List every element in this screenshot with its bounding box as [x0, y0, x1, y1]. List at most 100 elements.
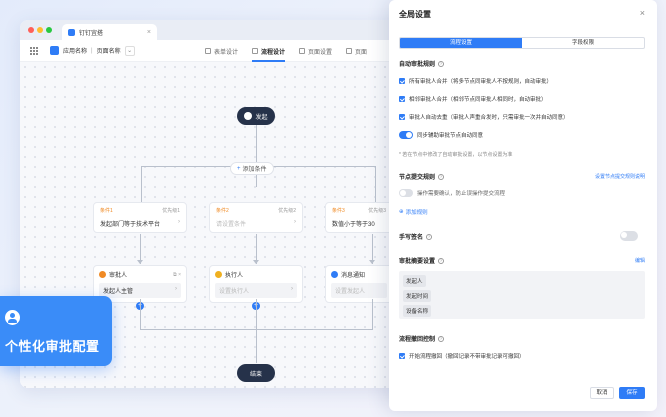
connector-line: [256, 299, 257, 363]
checkbox-checked[interactable]: [399, 96, 405, 102]
auto-approve-note: * 若在节点中修改了自动审批设置，以节点设置为准: [399, 152, 513, 158]
connector-line: [372, 234, 373, 264]
plus-circle-icon: ⊕: [399, 209, 404, 215]
chevron-down-icon[interactable]: ⌄: [124, 45, 135, 56]
tab-page-settings[interactable]: 页面设置: [299, 40, 332, 62]
connector-line: [256, 125, 257, 187]
user-circle-icon: [5, 310, 20, 325]
add-condition-button[interactable]: + 添加条件: [230, 162, 274, 175]
breadcrumb-app[interactable]: 应用名称: [63, 49, 88, 55]
panel-title: 全局设置: [399, 10, 431, 19]
sync-auto-approve-row: 同步辅助审批节点自动同意: [399, 131, 483, 139]
minimize-window-dot[interactable]: [37, 27, 43, 33]
rollback-section-title: 流程撤回控制?: [399, 335, 445, 343]
breadcrumb-page[interactable]: 页面名称: [96, 49, 121, 55]
help-icon[interactable]: ?: [438, 335, 445, 342]
approver-icon: [99, 271, 106, 278]
node-actions-icon[interactable]: ⧉ ×: [173, 271, 181, 278]
auto-approve-rule-3[interactable]: 审批人自动去重（审批人声重合发时，只需审批一次并自动同意）: [399, 113, 569, 121]
help-icon[interactable]: ?: [438, 60, 445, 67]
connector-line: [256, 234, 257, 264]
tab-close-icon[interactable]: ×: [146, 28, 151, 36]
checkbox-checked[interactable]: [399, 353, 405, 359]
help-icon[interactable]: ?: [426, 233, 433, 240]
summary-fields-box[interactable]: 发起人 发起时间 设备名称: [399, 271, 645, 319]
flow-icon: [252, 48, 259, 54]
editor-toolbar: 应用名称 | 页面名称 ⌄ 表单设计 流程设计 页面设置 页面: [20, 40, 410, 62]
browser-tabstrip: 钉钉宜搭 ×: [20, 20, 410, 40]
tab-flow-settings[interactable]: 流程设置: [400, 38, 522, 48]
app-icon: [50, 46, 59, 55]
summary-tag[interactable]: 设备名称: [403, 305, 432, 317]
connector-line: [372, 299, 373, 329]
end-node[interactable]: 结束: [237, 364, 275, 382]
editor-nav-tabs: 表单设计 流程设计 页面设置 页面: [205, 40, 381, 62]
node-commit-section-title: 节点提交规则?: [399, 173, 445, 181]
summary-tag[interactable]: 发起人: [403, 275, 426, 287]
auto-approve-rule-2[interactable]: 相邻审批人合并（相邻节点同审批人相同时，自动审批）: [399, 95, 547, 103]
chevron-right-icon: ›: [178, 219, 180, 225]
start-node[interactable]: 发起: [237, 107, 275, 125]
app-grid-icon[interactable]: [30, 46, 38, 55]
favicon-icon: [68, 28, 75, 36]
add-rule-button[interactable]: ⊕添加规则: [399, 209, 428, 216]
save-button[interactable]: 保存: [619, 387, 645, 399]
sync-auto-approve-toggle[interactable]: [399, 131, 413, 139]
close-icon[interactable]: ×: [639, 8, 645, 18]
editor-window: 钉钉宜搭 × 应用名称 | 页面名称 ⌄ 表单设计 流程设计 页面设置 页面 发…: [20, 20, 410, 388]
maximize-window-dot[interactable]: [46, 27, 52, 33]
chevron-right-icon: ›: [175, 286, 177, 292]
executor-node-card[interactable]: 执行人 设置执行人›: [209, 265, 303, 303]
arrow-down-icon: [253, 260, 259, 264]
node-commit-help-link[interactable]: 设置节点提交规则说明: [594, 174, 645, 180]
notify-node-card[interactable]: 消息通知 设置发起人: [325, 265, 393, 303]
notify-icon: [331, 271, 338, 278]
user-icon: [244, 112, 253, 120]
summary-tag[interactable]: 发起时间: [403, 290, 432, 302]
tab-form-design[interactable]: 表单设计: [205, 40, 238, 62]
breadcrumb-separator: |: [91, 47, 93, 54]
form-icon: [205, 48, 211, 54]
close-window-dot[interactable]: [28, 27, 34, 33]
auto-approve-rule-1[interactable]: 所有审批人合并（将多节点同审批人不按规则，自动审批）: [399, 77, 552, 85]
signature-toggle[interactable]: [620, 231, 638, 241]
help-icon[interactable]: ?: [438, 257, 445, 264]
branch-right: [375, 166, 376, 202]
tab-page[interactable]: 页面: [346, 40, 367, 62]
branch-line-bottom: [140, 329, 373, 330]
summary-section-title: 审批摘要设置?: [399, 257, 445, 265]
checkbox-checked[interactable]: [399, 114, 405, 120]
approver-node-card[interactable]: 审批人⧉ × 发起人主管›: [93, 265, 187, 303]
arrow-down-icon: [137, 260, 143, 264]
signature-section-title: 手写签名?: [399, 233, 433, 241]
help-icon[interactable]: ?: [438, 173, 445, 180]
browser-tab[interactable]: 钉钉宜搭 ×: [62, 24, 157, 40]
branch-left: [141, 166, 142, 202]
chevron-right-icon: ›: [294, 219, 296, 225]
summary-edit-link[interactable]: 编辑: [634, 258, 645, 264]
chevron-right-icon: ›: [291, 286, 293, 292]
page-icon: [346, 48, 353, 54]
node-commit-confirm-row: 操作需要确认，防止误操作提交流程: [399, 189, 505, 197]
node-commit-confirm-toggle[interactable]: [399, 189, 413, 197]
tab-field-permissions[interactable]: 字段权限: [571, 40, 594, 46]
executor-icon: [215, 271, 222, 278]
arrow-down-icon: [369, 260, 375, 264]
settings-segmented-control: 流程设置 字段权限: [399, 37, 645, 49]
settings-icon: [299, 48, 306, 54]
feature-banner: 个性化审批配置: [0, 296, 112, 366]
banner-text: 个性化审批配置: [5, 339, 100, 354]
cancel-button[interactable]: 取消: [590, 387, 614, 399]
connector-line: [140, 299, 141, 329]
checkbox-checked[interactable]: [399, 78, 405, 84]
global-settings-panel: 全局设置 × 流程设置 字段权限 自动审批规则? 所有审批人合并（将多节点同审批…: [389, 0, 657, 411]
rollback-rule-row[interactable]: 开始流程撤回（撤回记录不带审批记录可撤回）: [399, 352, 525, 360]
tab-flow-design[interactable]: 流程设计: [252, 40, 286, 62]
browser-tab-title: 钉钉宜搭: [79, 30, 104, 37]
plus-icon: +: [237, 165, 241, 172]
auto-approve-section-title: 自动审批规则?: [399, 60, 445, 68]
